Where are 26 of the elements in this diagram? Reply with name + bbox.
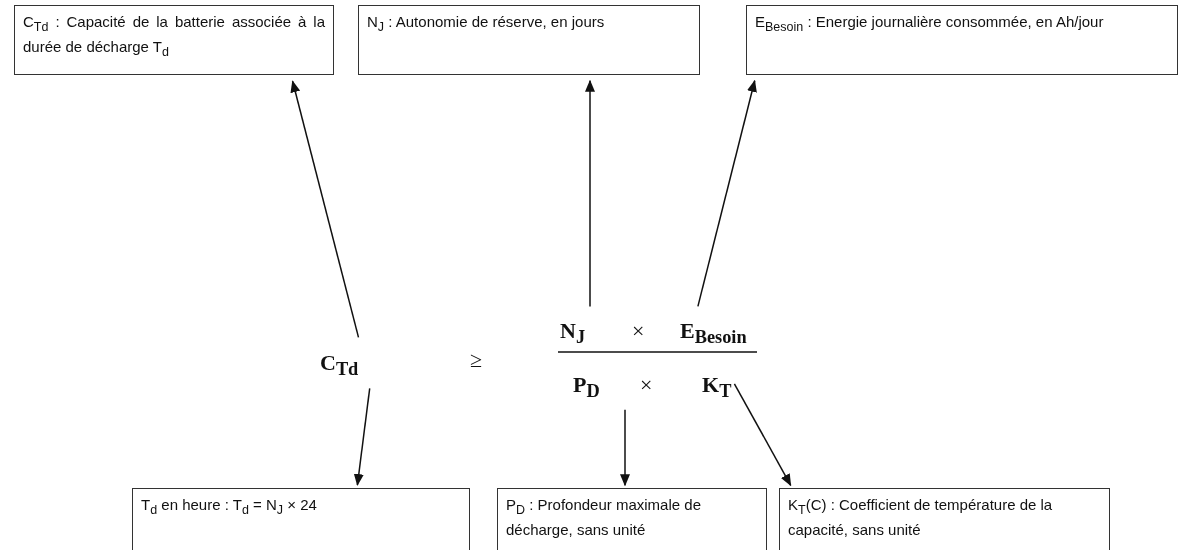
arrow xyxy=(620,409,630,487)
definition-box xyxy=(14,5,334,75)
definition-box xyxy=(358,5,700,75)
definition-text: N$_{J}$ : Autonomie de réserve, en jours xyxy=(367,12,606,36)
definition-box xyxy=(497,488,767,550)
formula-term: P$_{D}$ xyxy=(573,372,600,405)
definition-text: T$_{d}$ en heure : T$_{d}$ = N$_{J}$ × 24 xyxy=(141,495,318,519)
arrow xyxy=(697,79,757,308)
definition-text: E$_{Besoin}$ : Energie journalière consommée, en Ah/jour xyxy=(755,12,1105,36)
relation-sign: ≥ xyxy=(470,347,483,373)
arrow xyxy=(290,80,360,339)
formula-term: E$_{Besoin}$ xyxy=(680,318,747,351)
formula-term: K$_{T}$ xyxy=(702,372,732,405)
definition-box xyxy=(779,488,1110,550)
formula-term: C$_{Td}$ xyxy=(320,350,359,383)
definition-text: K$_{T}$(C) : Coefficient de température de la capacité, sans unité xyxy=(788,495,1054,540)
definition-text: P$_{D}$ : Profondeur maximale de décharge, sans unité xyxy=(506,495,702,540)
definition-box xyxy=(132,488,470,550)
formula-term: N$_{J}$ xyxy=(560,318,586,351)
arrow xyxy=(733,383,792,487)
arrow xyxy=(353,387,371,486)
operator-sign: × xyxy=(640,372,653,398)
operator-sign: × xyxy=(632,318,645,344)
definition-box xyxy=(746,5,1178,75)
arrow xyxy=(585,79,595,308)
definition-text: C$_{Td}$ : Capacité de la batterie associée à la durée de décharge T$_{d}$ xyxy=(23,12,325,61)
